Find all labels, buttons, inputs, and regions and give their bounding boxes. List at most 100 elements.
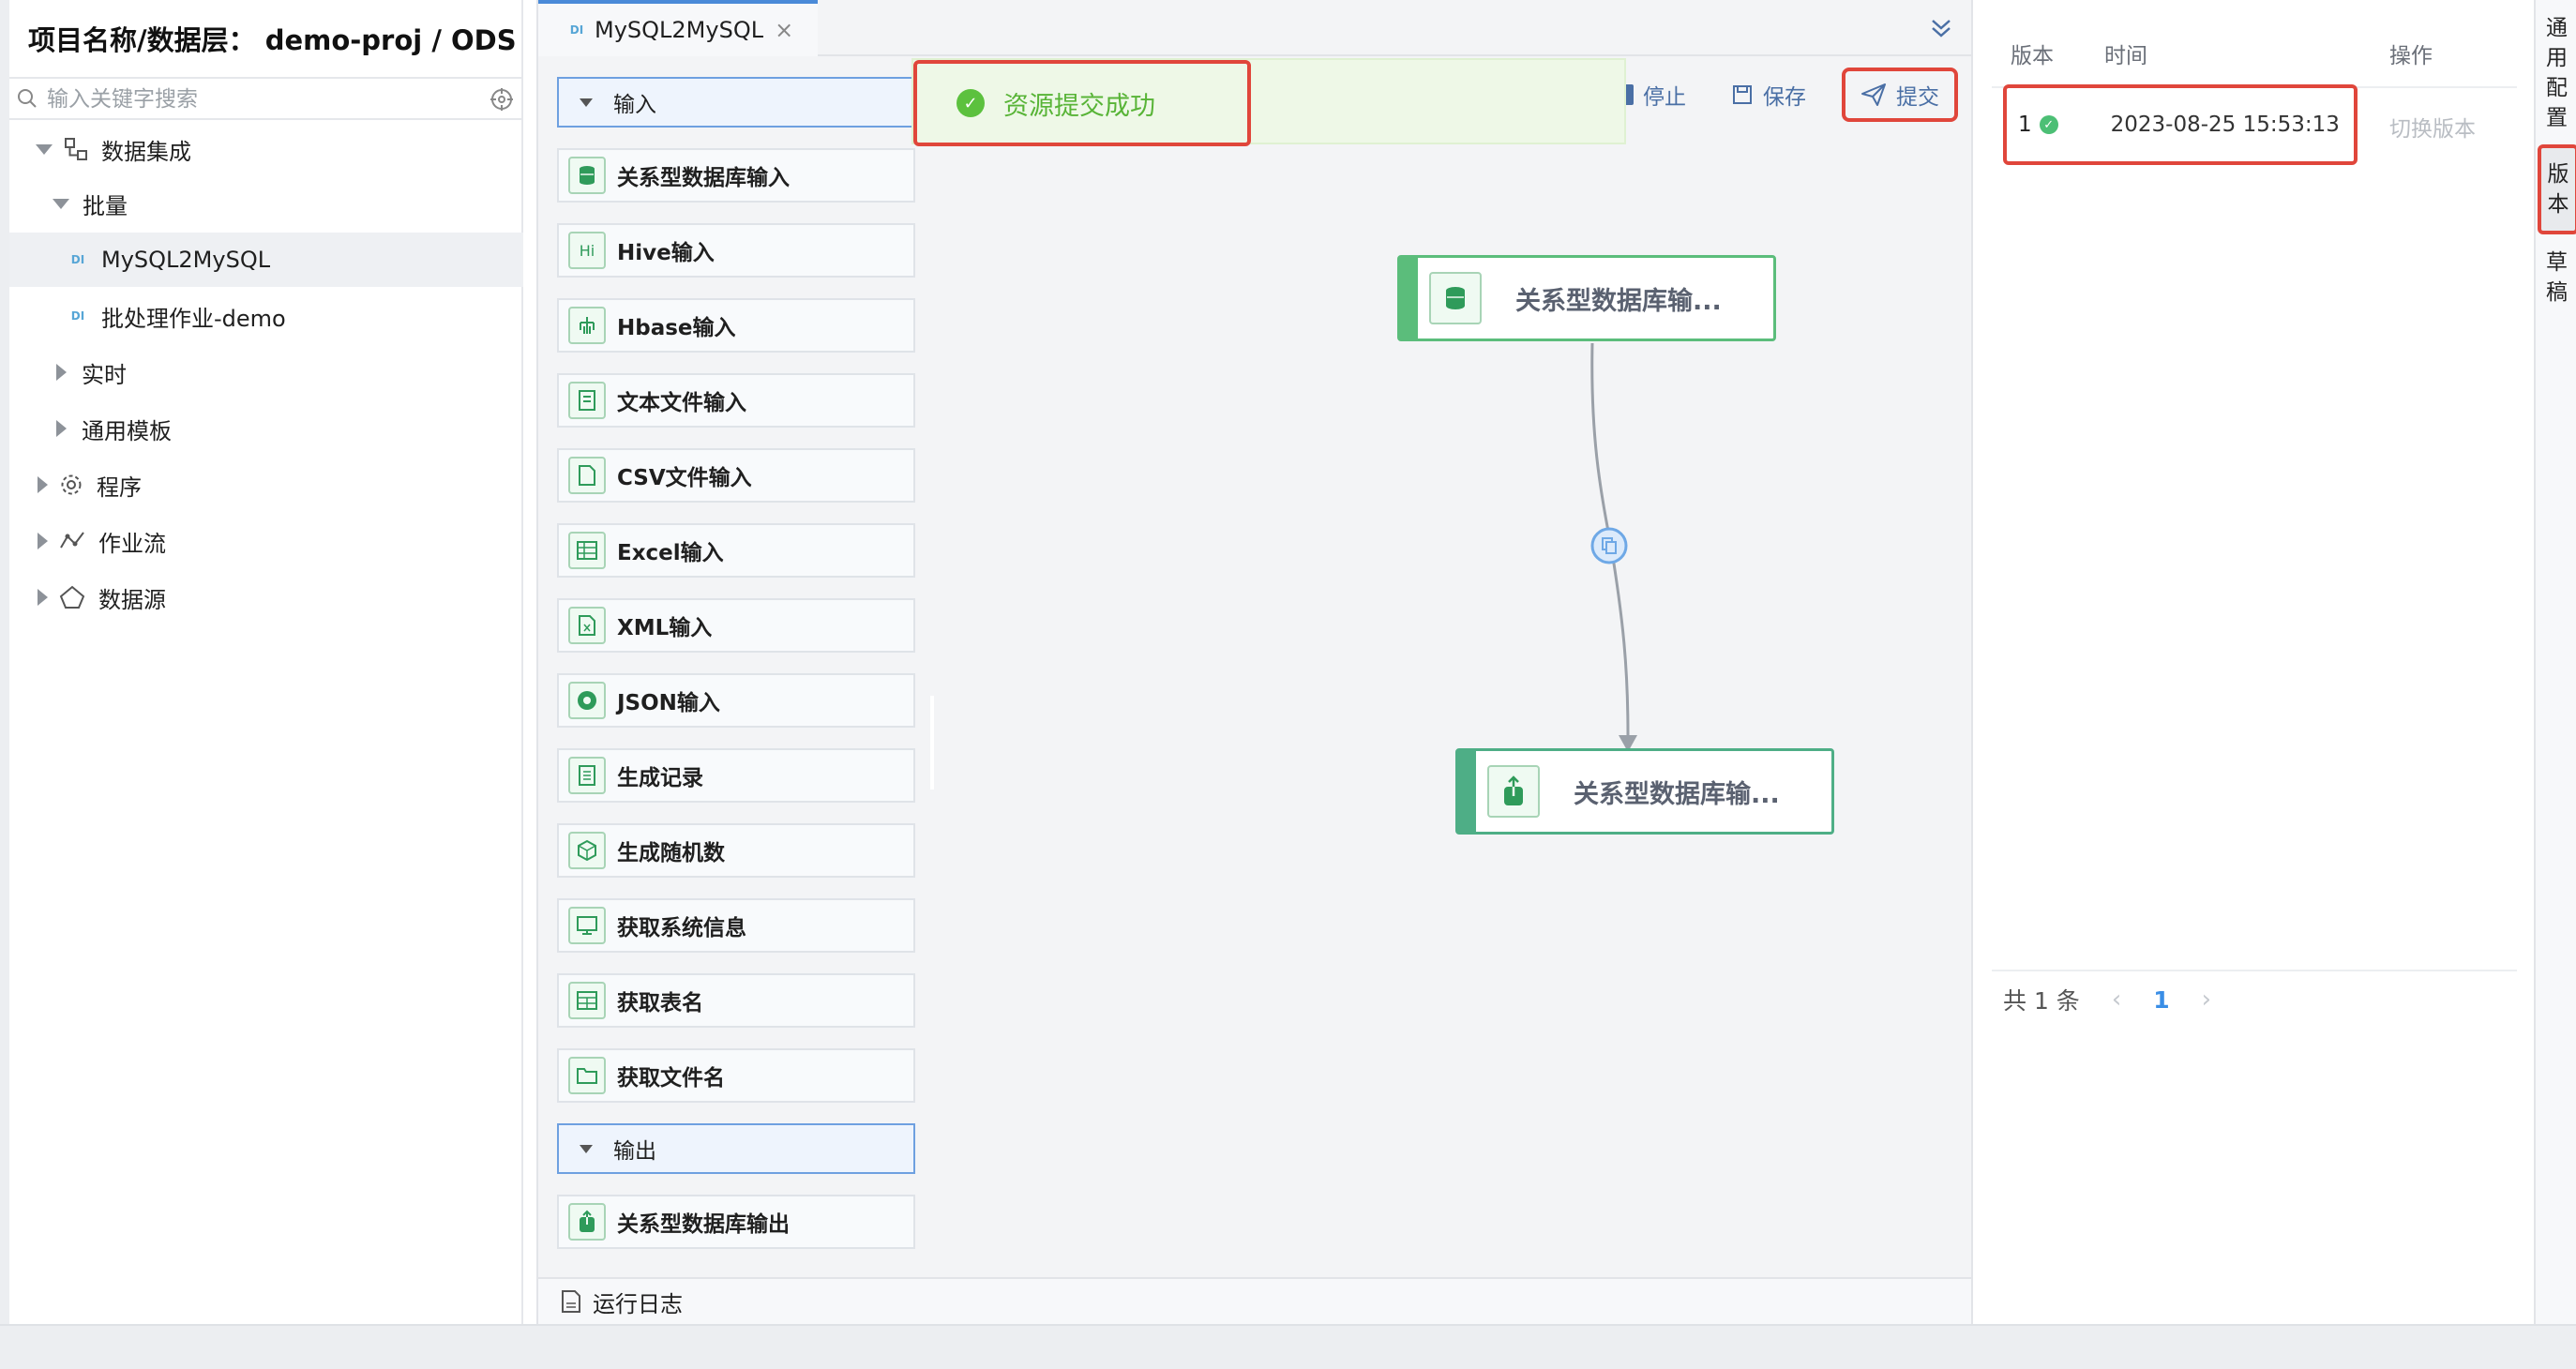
flow-node-target[interactable]: 关系型数据库输...: [1455, 748, 1834, 835]
chevron-right-icon[interactable]: [38, 589, 48, 606]
chevron-right-icon[interactable]: [56, 364, 67, 381]
tree-node-datasource[interactable]: 数据源: [9, 570, 523, 624]
save-label: 保存: [1763, 85, 1806, 110]
palette-item-table-name[interactable]: 获取表名: [557, 973, 915, 1028]
editor-toolbar: 停止 保存 提交: [1613, 68, 1958, 122]
palette-item-xml-input[interactable]: XML输入: [557, 598, 915, 653]
palette-item-hive-input[interactable]: Hi Hive输入: [557, 223, 915, 278]
chevron-down-icon: [580, 98, 593, 107]
tab-draft[interactable]: 草 稿: [2536, 248, 2576, 308]
flow-node-label: 关系型数据库输...: [1515, 286, 1722, 316]
submit-button[interactable]: 提交: [1842, 68, 1958, 122]
palette-group-input[interactable]: 输入: [557, 77, 915, 128]
run-log-label: 运行日志: [593, 1290, 683, 1317]
tree-node-job-mysql2mysql[interactable]: DI MySQL2MySQL: [9, 233, 523, 287]
tab-char: 草: [2546, 250, 2568, 275]
palette-item-label: 关系型数据库输出: [617, 1212, 790, 1237]
tab-version[interactable]: 版 本: [2538, 144, 2576, 234]
stop-button[interactable]: 停止: [1613, 68, 1695, 122]
chevron-down-icon: [580, 1144, 593, 1153]
table-row: 1 ✓ 2023-08-25 15:53:13: [2003, 84, 2358, 165]
palette-item-rdb-output[interactable]: 关系型数据库输出: [557, 1195, 915, 1249]
tree-node-job-batch-demo[interactable]: DI 批处理作业-demo: [9, 289, 523, 343]
page-number[interactable]: 1: [2153, 985, 2170, 1014]
palette-item-text-file-input[interactable]: 文本文件输入: [557, 373, 915, 428]
chevron-right-icon[interactable]: [56, 420, 67, 437]
run-log-bar[interactable]: 运行日志: [538, 1277, 1973, 1324]
file-name-icon: [568, 1057, 606, 1094]
palette-item-csv-input[interactable]: CSV文件输入: [557, 448, 915, 503]
palette-item-json-input[interactable]: JSON输入: [557, 673, 915, 728]
palette-item-label: JSON输入: [617, 691, 720, 715]
palette-item-label: Excel输入: [617, 541, 724, 565]
check-circle-icon: ✓: [957, 89, 985, 117]
palette-item-rdb-input[interactable]: 关系型数据库输入: [557, 148, 915, 203]
palette-item-hbase-input[interactable]: Hbase输入: [557, 298, 915, 353]
version-number: 1: [2018, 113, 2032, 137]
locate-icon[interactable]: [490, 87, 514, 112]
tab-char: 稿: [2546, 280, 2568, 305]
tree-search-input[interactable]: [47, 84, 478, 114]
palette-item-label: 获取系统信息: [617, 916, 746, 940]
tab-char: 通: [2546, 16, 2568, 40]
palette-group-output[interactable]: 输出: [557, 1123, 915, 1174]
palette-item-generate-records[interactable]: 生成记录: [557, 748, 915, 803]
tab-mysql2mysql[interactable]: DI MySQL2MySQL ×: [538, 0, 818, 56]
excel-icon: [568, 532, 606, 569]
tree-node-program[interactable]: 程序: [9, 458, 523, 512]
palette-item-random-number[interactable]: 生成随机数: [557, 823, 915, 878]
submit-label: 提交: [1896, 85, 1939, 110]
database-output-icon: [1487, 765, 1540, 818]
palette-group-label: 输出: [613, 1139, 656, 1164]
tree-node-realtime[interactable]: 实时: [9, 345, 523, 399]
version-panel: 版本 时间 操作 1 ✓ 2023-08-25 15:53:13 切换版本 共 …: [1971, 0, 2534, 1324]
switch-version-link[interactable]: 切换版本: [2389, 117, 2476, 142]
datasource-icon: [59, 585, 85, 609]
column-header-version: 版本: [2011, 44, 2054, 68]
tree-node-batch[interactable]: 批量: [9, 176, 523, 231]
workflow-icon: [60, 532, 84, 549]
project-sidebar: 项目名称/数据层： demo-proj / ODS: [0, 0, 523, 1324]
sidebar-edge: [0, 0, 9, 1324]
pagination: 共 1 条 ‹ 1 ›: [2003, 983, 2243, 1016]
tab-label: MySQL2MySQL: [595, 17, 764, 43]
data-integration-icon: [65, 138, 87, 160]
chevron-down-icon[interactable]: [53, 198, 69, 209]
double-chevron-down-icon[interactable]: [1928, 15, 1954, 41]
search-icon: [18, 89, 37, 108]
palette-group-label: 输入: [613, 93, 656, 117]
side-tab-strip: 通 用 配 置 版 本 草 稿: [2534, 0, 2576, 1324]
di-job-icon: DI: [70, 309, 85, 323]
flow-canvas[interactable]: 停止 保存 提交 关系型数据库输...: [934, 58, 1973, 1277]
job-editor: DI MySQL2MySQL × 输入 关系型数据库输入 H: [536, 0, 1973, 1324]
tab-char: 配: [2546, 76, 2568, 100]
tree-node-label: MySQL2MySQL: [101, 247, 271, 273]
chevron-down-icon[interactable]: [36, 143, 53, 155]
palette-item-label: XML输入: [617, 616, 713, 640]
log-file-icon: [562, 1290, 580, 1313]
save-button[interactable]: 保存: [1722, 68, 1815, 122]
tree-node-common-template[interactable]: 通用模板: [9, 401, 523, 456]
column-header-action: 操作: [2389, 44, 2433, 68]
chevron-right-icon[interactable]: ›: [2201, 985, 2212, 1014]
chevron-right-icon[interactable]: [38, 476, 48, 493]
table-name-icon: [568, 982, 606, 1019]
palette-item-file-name[interactable]: 获取文件名: [557, 1048, 915, 1103]
tab-general-config[interactable]: 通 用 配 置: [2536, 13, 2576, 133]
hive-icon: Hi: [568, 232, 606, 269]
palette-item-excel-input[interactable]: Excel输入: [557, 523, 915, 578]
send-icon: [1861, 83, 1886, 106]
tree-node-workflow[interactable]: 作业流: [9, 514, 523, 568]
pagination-total: 共 1 条: [2003, 987, 2080, 1015]
palette-item-system-info[interactable]: 获取系统信息: [557, 898, 915, 953]
random-number-icon: [568, 832, 606, 869]
version-time: 2023-08-25 15:53:13: [2110, 113, 2340, 137]
close-icon[interactable]: ×: [775, 17, 794, 43]
palette-item-label: CSV文件输入: [617, 466, 752, 490]
tree-node-data-integration[interactable]: 数据集成: [9, 122, 523, 176]
flow-node-source[interactable]: 关系型数据库输...: [1397, 255, 1776, 341]
palette-item-label: 获取表名: [617, 991, 703, 1015]
chevron-left-icon[interactable]: ‹: [2111, 985, 2122, 1014]
chevron-right-icon[interactable]: [38, 533, 48, 549]
